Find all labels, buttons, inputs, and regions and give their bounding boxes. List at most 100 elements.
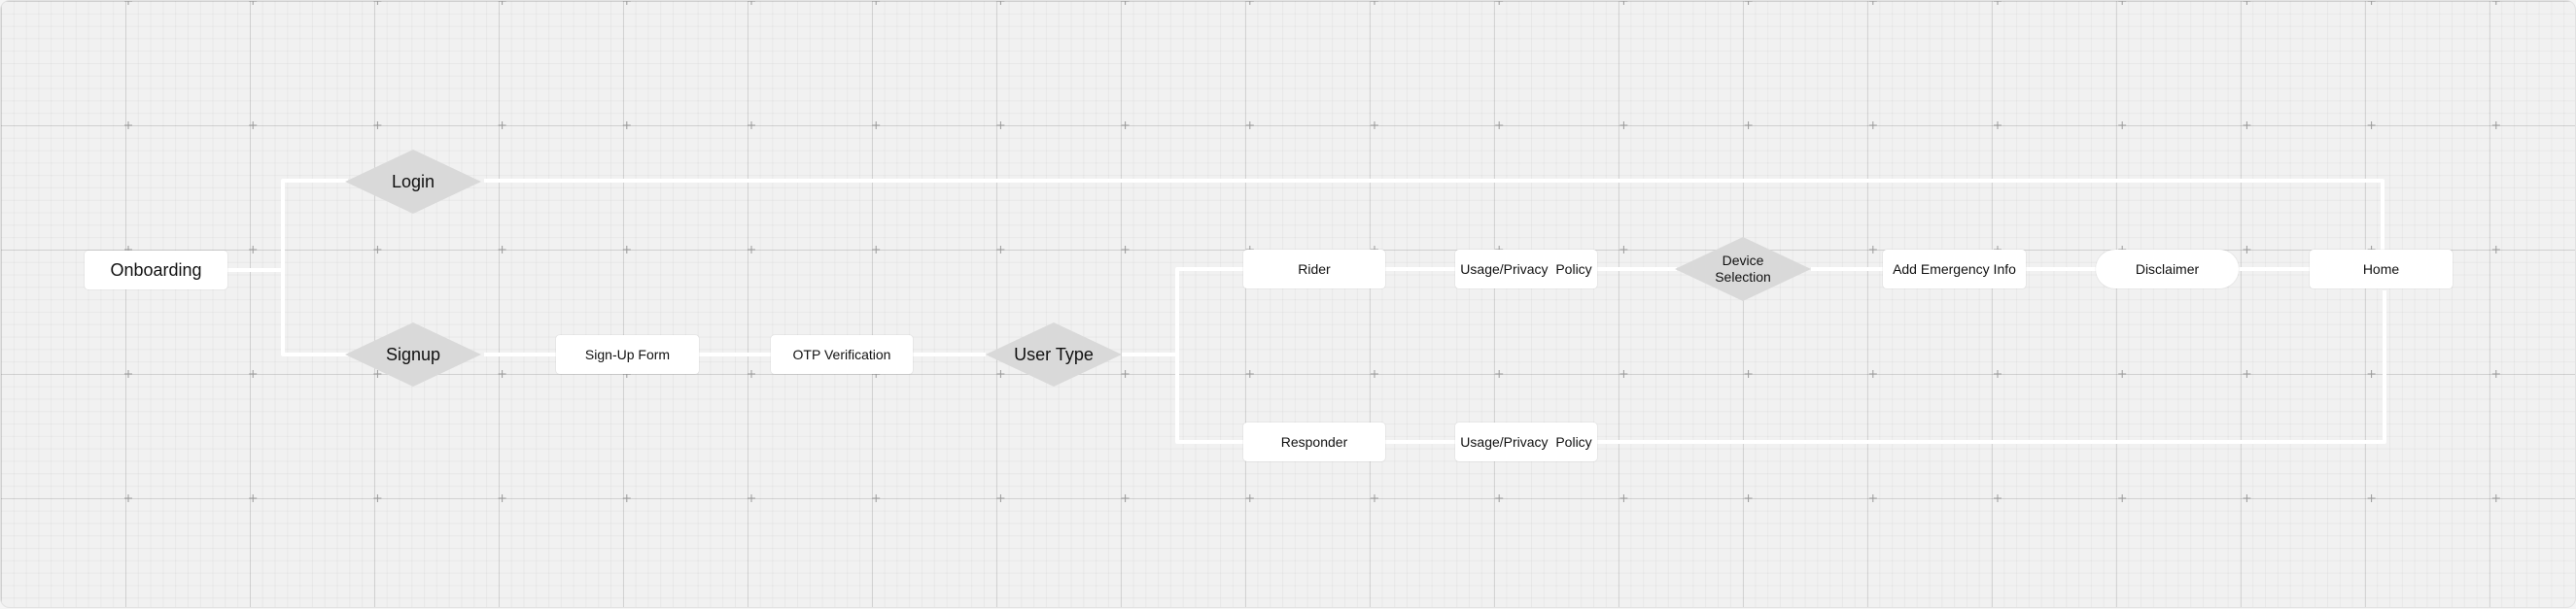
grid-cross-marker <box>249 370 258 378</box>
node-otp-verification-label: OTP Verification <box>792 347 891 362</box>
grid-cross-marker <box>748 246 755 254</box>
grid-cross-marker <box>1619 494 1628 502</box>
node-login-label: Login <box>391 171 435 191</box>
grid-cross-marker <box>748 494 755 502</box>
grid-cross-marker <box>1744 1 1753 5</box>
grid-cross-marker <box>1619 246 1628 254</box>
grid-cross-marker <box>124 121 132 129</box>
grid-cross-marker <box>2243 1 2251 5</box>
connector-branch-responder <box>1175 355 1243 444</box>
node-usage-policy-rider-label: Usage/Privacy Policy <box>1460 261 1592 277</box>
grid-cross-marker <box>2367 494 2376 502</box>
grid-cross-marker <box>1121 370 1130 378</box>
node-onboarding[interactable]: Onboarding <box>85 251 227 289</box>
node-login-decision[interactable]: Login <box>345 150 481 214</box>
grid-cross-marker <box>1245 1 1254 5</box>
grid-cross-marker <box>996 1 1005 5</box>
grid-cross-marker <box>1744 494 1753 502</box>
grid-markers <box>124 1 2500 502</box>
node-signup-label: Signup <box>385 344 441 364</box>
grid-cross-marker <box>1245 121 1254 129</box>
node-signup-form-label: Sign-Up Form <box>584 347 671 362</box>
grid-cross-marker <box>996 246 1005 254</box>
grid-cross-marker <box>249 494 258 502</box>
grid-cross-marker <box>124 1 132 5</box>
grid-cross-marker <box>1371 370 1378 378</box>
connector-onboarding-signup <box>227 268 348 356</box>
node-otp-verification[interactable]: OTP Verification <box>771 335 913 374</box>
node-user-type-decision[interactable]: User Type <box>986 322 1122 387</box>
node-signup-decision[interactable]: Signup <box>345 322 481 387</box>
grid-cross-marker <box>1994 494 2002 502</box>
grid-cross-marker <box>1371 494 1378 502</box>
grid-cross-marker <box>2491 246 2500 254</box>
node-home[interactable]: Home <box>2310 250 2453 288</box>
grid-cross-marker <box>1495 494 1504 502</box>
node-rider[interactable]: Rider <box>1243 250 1385 288</box>
node-responder-label: Responder <box>1280 434 1348 450</box>
grid-cross-marker <box>622 121 631 129</box>
grid-cross-marker <box>622 1 631 5</box>
node-add-emergency-info[interactable]: Add Emergency Info <box>1883 250 2026 288</box>
grid-cross-marker <box>622 246 631 254</box>
grid-cross-marker <box>872 246 881 254</box>
grid-cross-marker <box>2491 1 2500 5</box>
grid-cross-marker <box>498 121 506 129</box>
grid-cross-marker <box>622 494 631 502</box>
grid-cross-marker <box>1495 121 1504 129</box>
grid-cross-marker <box>124 494 132 502</box>
grid-cross-marker <box>249 121 258 129</box>
grid-cross-marker <box>373 121 382 129</box>
node-rider-label: Rider <box>1298 261 1331 277</box>
connector-responder-home <box>1597 290 2386 444</box>
grid-cross-marker <box>1495 1 1504 5</box>
grid-cross-marker <box>1994 121 2002 129</box>
grid-cross-marker <box>748 121 755 129</box>
grid-cross-marker <box>996 494 1005 502</box>
grid-cross-marker <box>1619 1 1628 5</box>
grid-cross-marker <box>2243 370 2251 378</box>
node-user-type-label: User Type <box>1014 344 1094 364</box>
grid-cross-marker <box>1121 1 1130 5</box>
grid-cross-marker <box>498 1 506 5</box>
grid-cross-marker <box>498 246 506 254</box>
grid-cross-marker <box>1245 370 1254 378</box>
node-usage-policy-rider[interactable]: Usage/Privacy Policy <box>1455 250 1597 288</box>
node-device-selection-label: Device Selection <box>1715 253 1771 285</box>
grid-cross-marker <box>124 370 132 378</box>
grid-cross-marker <box>373 1 382 5</box>
grid-cross-marker <box>1495 370 1504 378</box>
grid-cross-marker <box>1868 121 1877 129</box>
node-responder[interactable]: Responder <box>1243 423 1385 461</box>
grid-cross-marker <box>2118 121 2127 129</box>
grid-cross-marker <box>2118 370 2127 378</box>
grid-cross-marker <box>498 494 506 502</box>
grid-cross-marker <box>2491 121 2500 129</box>
grid-cross-marker <box>1121 246 1130 254</box>
grid-cross-marker <box>1868 246 1877 254</box>
grid-cross-marker <box>1994 370 2002 378</box>
grid-cross-marker <box>1868 1 1877 5</box>
node-device-selection-decision[interactable]: Device Selection <box>1675 237 1811 301</box>
node-onboarding-label: Onboarding <box>110 259 202 280</box>
grid-cross-marker <box>872 121 881 129</box>
grid-cross-marker <box>249 246 258 254</box>
decision-shape <box>345 322 481 387</box>
grid-cross-marker <box>373 494 382 502</box>
grid-cross-marker <box>996 370 1005 378</box>
grid-cross-marker <box>373 370 382 378</box>
grid-cross-marker <box>2491 494 2500 502</box>
grid-cross-marker <box>1994 1 2002 5</box>
node-signup-form[interactable]: Sign-Up Form <box>556 335 699 374</box>
grid-cross-marker <box>1868 370 1877 378</box>
grid-cross-marker <box>1121 121 1130 129</box>
grid-cross-marker <box>373 246 382 254</box>
decision-shape <box>1675 237 1811 301</box>
grid-cross-marker <box>1744 121 1753 129</box>
connector-branch-rider <box>1175 267 1243 355</box>
grid-cross-marker <box>872 494 881 502</box>
node-disclaimer[interactable]: Disclaimer <box>2096 250 2239 288</box>
node-usage-policy-responder[interactable]: Usage/Privacy Policy <box>1455 423 1597 461</box>
